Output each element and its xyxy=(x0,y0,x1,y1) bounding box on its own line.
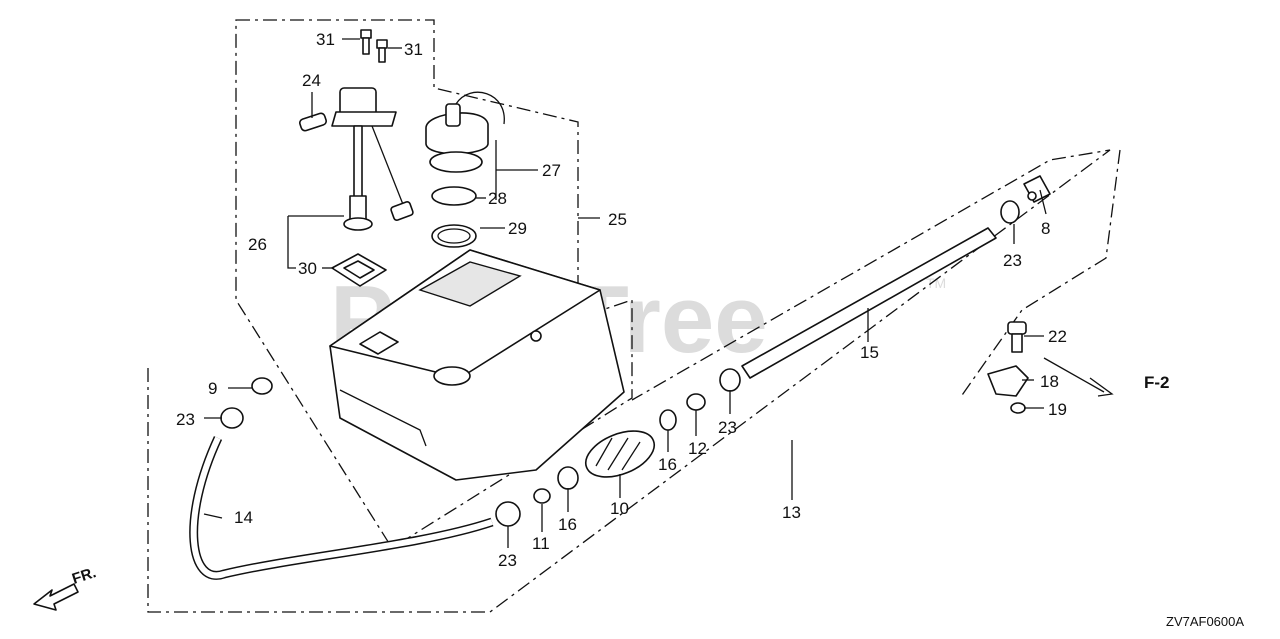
bolt-31b xyxy=(376,39,388,63)
callout-10: 10 xyxy=(610,499,629,518)
bolt-31a xyxy=(360,29,372,55)
hose-bracket-outline xyxy=(959,149,1121,399)
ring-28 xyxy=(431,186,477,206)
clip-23c xyxy=(719,368,741,392)
tank-group-outline xyxy=(235,19,633,549)
callout-31b: 31 xyxy=(404,40,423,59)
callout-23c: 23 xyxy=(718,418,737,437)
fitting-24 xyxy=(299,112,327,132)
clip-23b xyxy=(220,407,244,429)
clip-23d xyxy=(495,501,521,527)
callout-19: 19 xyxy=(1048,400,1067,419)
callout-11: 11 xyxy=(532,534,550,553)
fuel-cap xyxy=(425,91,505,173)
callout-15: 15 xyxy=(860,343,879,362)
nut-16b xyxy=(557,466,579,490)
nut-16a xyxy=(659,409,677,431)
primer-bulb-10 xyxy=(584,430,656,478)
fuel-gauge-unit xyxy=(331,87,414,231)
callout-24: 24 xyxy=(302,71,321,90)
bracket-18 xyxy=(987,365,1029,397)
callout-30: 30 xyxy=(298,259,317,278)
callout-22: 22 xyxy=(1048,327,1067,346)
ring-29-inner xyxy=(437,228,471,244)
reference-arrow xyxy=(1043,357,1114,397)
connector-8 xyxy=(1023,175,1051,203)
hose-14-inner xyxy=(190,436,493,579)
callout-31a: 31 xyxy=(316,30,335,49)
leader-lines xyxy=(203,38,1047,548)
fuel-tank xyxy=(329,249,625,481)
callout-13: 13 xyxy=(782,503,801,522)
callout-16b: 16 xyxy=(558,515,577,534)
callout-23d: 23 xyxy=(498,551,517,570)
fitting-12 xyxy=(686,393,706,411)
callout-16a: 16 xyxy=(658,455,677,474)
fitting-11 xyxy=(533,488,551,504)
diagram-code: ZV7AF0600A xyxy=(1166,614,1244,629)
callout-26: 26 xyxy=(248,235,267,254)
gasket-30 xyxy=(331,253,387,287)
fitting-9 xyxy=(251,377,273,395)
washer-19 xyxy=(1010,402,1026,414)
hose-15 xyxy=(741,227,997,379)
hose-group-outline xyxy=(147,149,1111,613)
clip-23a xyxy=(1000,200,1020,224)
callout-23a: 23 xyxy=(1003,251,1022,270)
callout-14: 14 xyxy=(234,508,253,527)
callout-9: 9 xyxy=(208,379,217,398)
callout-18: 18 xyxy=(1040,372,1059,391)
front-arrow-icon xyxy=(33,583,79,611)
callout-8: 8 xyxy=(1041,219,1050,238)
front-label: FR. xyxy=(70,564,98,588)
bolt-22 xyxy=(1007,321,1027,353)
callout-12: 12 xyxy=(688,439,707,458)
callout-28: 28 xyxy=(488,189,507,208)
callout-25: 25 xyxy=(608,210,627,229)
reference-label: F-2 xyxy=(1144,373,1170,392)
callout-29: 29 xyxy=(508,219,527,238)
callout-23b: 23 xyxy=(176,410,195,429)
callout-27: 27 xyxy=(542,161,561,180)
watermark-trademark: TM xyxy=(926,275,946,291)
